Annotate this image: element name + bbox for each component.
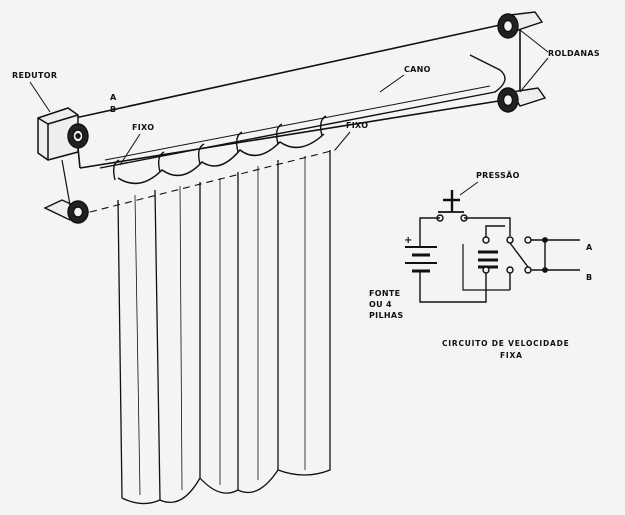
- pull-string: [89, 149, 336, 213]
- caption-line2: FIXA: [500, 351, 523, 360]
- label-a-circuit: A: [586, 243, 593, 252]
- label-cano: CANO: [404, 65, 431, 74]
- curtain-swag: [117, 133, 325, 185]
- curtain-body: [117, 150, 331, 505]
- leader-pressao: [459, 181, 479, 196]
- label-a-top: A: [110, 93, 117, 102]
- label-fixo-left: FIXO: [132, 123, 154, 132]
- right-upper-pulley: [497, 11, 544, 39]
- label-fonte-3: PILHAS: [369, 311, 403, 320]
- leader-redutor: [29, 81, 51, 113]
- label-fonte-2: OU 4: [369, 300, 392, 309]
- leader-roldanas-top: [519, 29, 549, 53]
- label-redutor: REDUTOR: [12, 71, 57, 80]
- leader-roldanas-bottom: [519, 57, 549, 93]
- lower-left-pulley: [43, 159, 90, 224]
- label-plus: +: [404, 235, 413, 246]
- label-pressao: PRESSÃO: [476, 170, 520, 180]
- label-roldanas: ROLDANAS: [548, 49, 600, 58]
- label-b-circuit: B: [586, 273, 592, 282]
- label-fixo-right: FIXO: [346, 121, 368, 130]
- reducer-box: [37, 107, 79, 161]
- leader-cano: [379, 74, 405, 93]
- caption-line1: CIRCUITO DE VELOCIDADE: [442, 339, 570, 348]
- rail-frame: [74, 24, 521, 169]
- speed-circuit: [405, 190, 580, 303]
- right-lower-pulley: [497, 87, 547, 113]
- label-b-top: B: [110, 105, 116, 114]
- leader-fixo-left: [119, 133, 141, 166]
- reducer-pulley: [67, 123, 89, 149]
- curtain-rings: [112, 115, 327, 181]
- leader-fixo-right: [334, 131, 351, 151]
- label-fonte-1: FONTE: [369, 289, 400, 298]
